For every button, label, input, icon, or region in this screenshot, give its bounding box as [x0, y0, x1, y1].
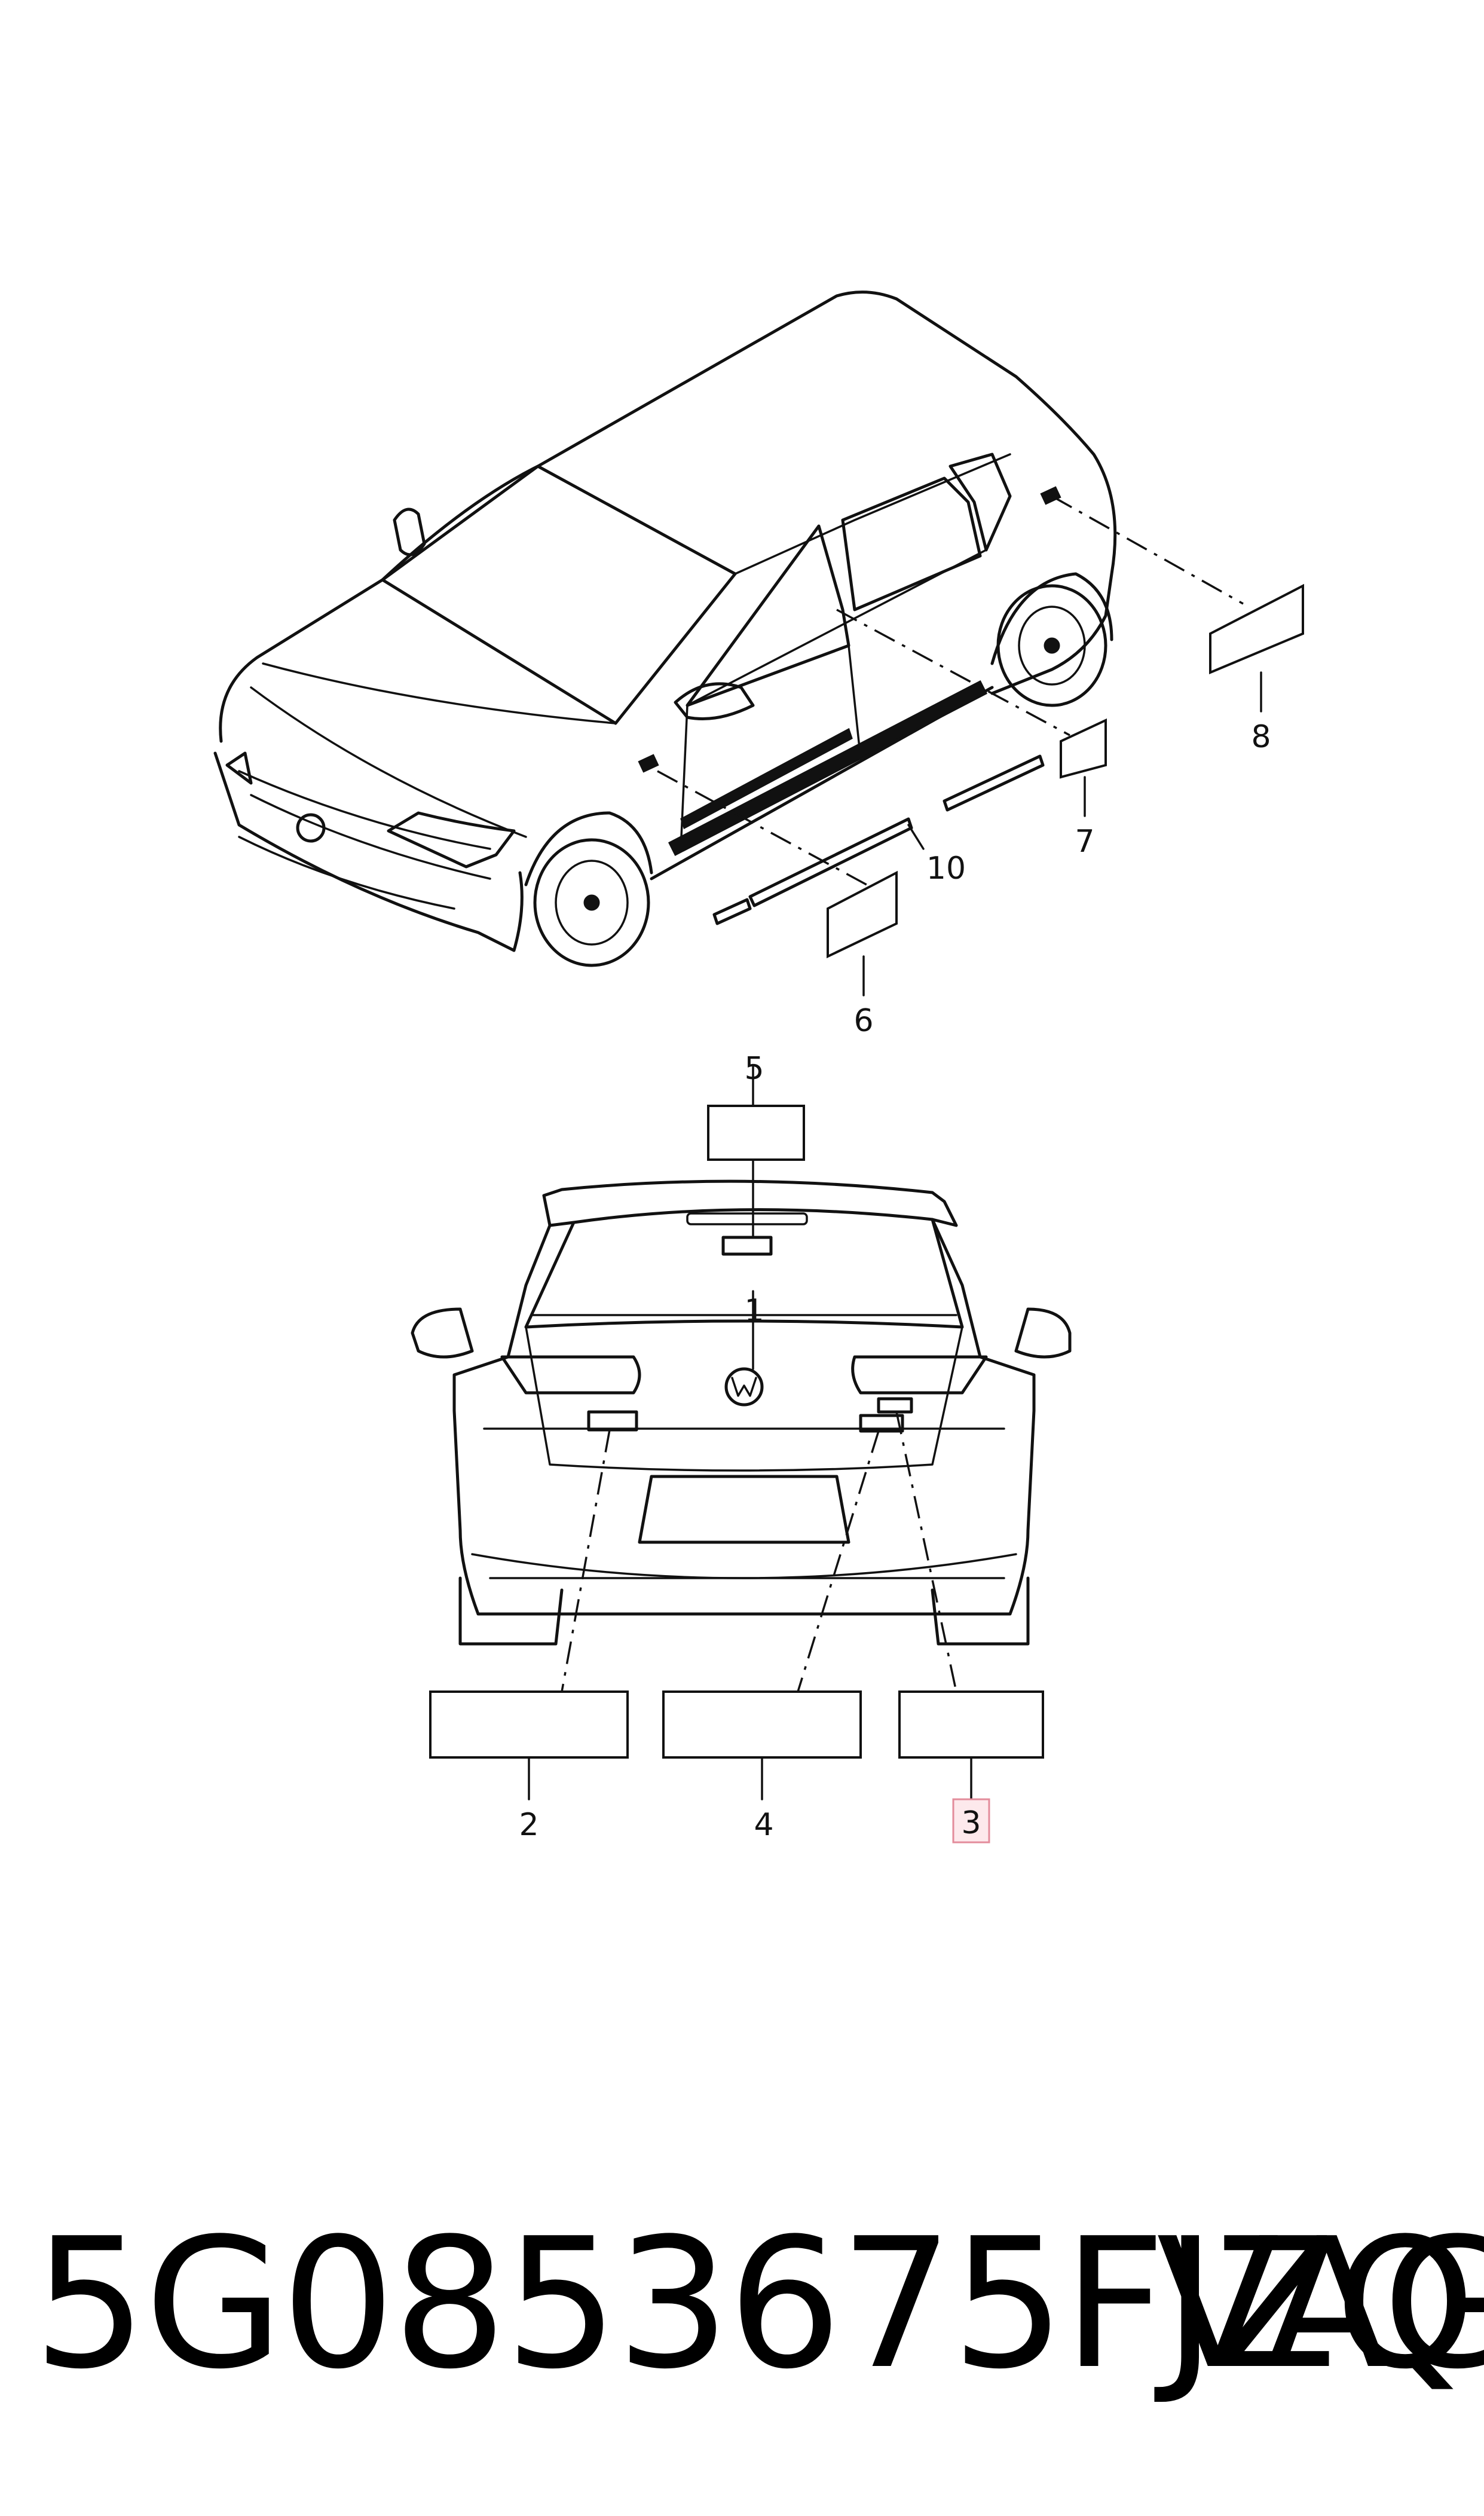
callout-3: 3 [961, 1805, 981, 1841]
callout-8: 8 [1251, 719, 1271, 755]
part-number: 5G0853675FJZQ [33, 2200, 1476, 2408]
callout-4: 4 [754, 1807, 773, 1843]
callout-10: 10 [926, 851, 966, 886]
callout-6: 6 [853, 1003, 873, 1039]
callout-7: 7 [1075, 824, 1094, 860]
car-side-view [213, 291, 1304, 996]
callout-2: 2 [519, 1807, 538, 1843]
brand-name: VAG [1156, 2200, 1484, 2408]
callout-3-highlight [952, 1798, 990, 1844]
car-rear-view [411, 1066, 1072, 1800]
callout-1: 1 [744, 1293, 764, 1329]
callout-5: 5 [744, 1051, 764, 1087]
